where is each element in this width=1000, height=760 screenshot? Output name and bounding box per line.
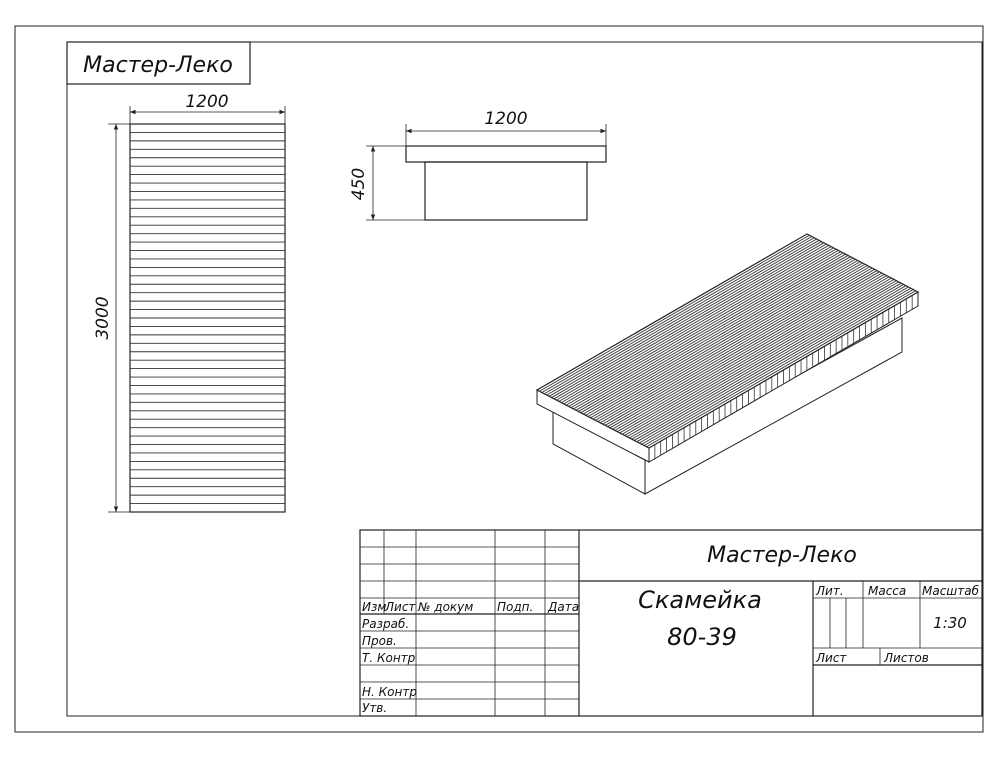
iso-slat-line <box>617 275 887 432</box>
iso-slat-line <box>561 246 832 403</box>
plan-slats <box>130 131 285 505</box>
iso-slat-line <box>585 258 856 416</box>
title-block-frame <box>359 529 983 717</box>
hdr-doc-no: № докум <box>417 600 473 614</box>
iso-slat-line <box>558 244 829 402</box>
role-prov: Пров. <box>362 634 397 648</box>
front-base <box>424 161 588 221</box>
iso-slat-line <box>587 260 858 417</box>
company-stamp-text: Мастер-Леко <box>83 53 233 78</box>
lbl-massa: Масса <box>868 584 906 598</box>
plan-width-label: 1200 <box>185 92 228 112</box>
company-stamp: Мастер-Леко <box>66 41 251 85</box>
role-n-kontr: Н. Контр <box>362 685 417 699</box>
iso-slat-line <box>563 247 834 405</box>
iso-slat-line <box>570 251 842 409</box>
iso-slat-line <box>600 266 870 424</box>
iso-slat-line <box>565 248 837 406</box>
iso-slat-line <box>583 257 854 415</box>
iso-slat-line <box>614 273 885 431</box>
hdr-podp: Подп. <box>497 600 533 614</box>
iso-slat-line <box>592 262 863 420</box>
iso-slat-line <box>636 285 907 443</box>
iso-slat-line <box>544 237 815 395</box>
plan-length-label: 3000 <box>93 296 113 339</box>
iso-slat-line <box>539 234 810 392</box>
front-height-label: 450 <box>349 168 369 200</box>
isometric-view <box>535 233 920 495</box>
title-product-name: Скамейка <box>638 586 762 614</box>
hdr-data: Дата <box>547 600 579 614</box>
hdr-izm: Изм <box>362 600 386 614</box>
iso-slat-line <box>621 277 892 435</box>
iso-slat-line <box>590 261 861 419</box>
scale-value: 1:30 <box>933 614 967 632</box>
role-t-kontr: Т. Контр <box>362 651 416 665</box>
role-razrab: Разраб. <box>362 617 409 631</box>
iso-slat-line <box>578 255 849 412</box>
iso-slat-line <box>548 239 820 397</box>
iso-slat-line <box>595 263 866 421</box>
iso-slat-line <box>607 270 878 427</box>
title-block: Изм Лист № докум Подп. Дата Разраб. Пров… <box>359 529 983 717</box>
lbl-sheet: Лист <box>815 651 847 665</box>
lbl-lit: Лит. <box>815 584 844 598</box>
iso-slat-line <box>643 289 914 446</box>
iso-slat-line <box>624 279 895 436</box>
role-utv: Утв. <box>362 701 387 715</box>
title-company: Мастер-Леко <box>707 543 857 568</box>
front-seat <box>405 145 607 163</box>
iso-slat-line <box>556 243 827 401</box>
iso-slat-line <box>634 284 904 441</box>
lbl-sheets: Листов <box>883 651 929 665</box>
iso-slat-line <box>551 241 822 398</box>
front-view: 1200 450 <box>349 109 607 221</box>
iso-slats <box>539 234 916 459</box>
plan-view: 1200 3000 <box>93 92 286 513</box>
iso-slat-line <box>631 282 902 440</box>
iso-slat-line <box>575 253 846 411</box>
title-product-code: 80-39 <box>667 623 737 651</box>
iso-slat-line <box>580 256 851 414</box>
iso-slat-line <box>573 252 844 410</box>
iso-slat-line <box>602 267 873 425</box>
iso-slat-line <box>639 286 909 444</box>
iso-slat-line <box>597 265 868 422</box>
iso-slat-line <box>612 272 883 430</box>
iso-slat-line <box>568 250 839 407</box>
iso-slat-line <box>604 268 875 426</box>
iso-slat-line <box>553 242 825 400</box>
iso-slat-line <box>646 290 916 448</box>
iso-slat-line <box>541 236 813 393</box>
iso-slat-line <box>626 280 897 438</box>
iso-slat-line <box>609 271 880 429</box>
outer-frame <box>14 25 984 733</box>
iso-slat-line <box>546 238 817 396</box>
iso-slat-line <box>629 281 899 439</box>
lbl-masshtab: Масштаб <box>922 584 980 598</box>
iso-slat-line <box>619 276 890 434</box>
front-width-label: 1200 <box>484 109 527 129</box>
iso-slat-line <box>641 287 911 445</box>
hdr-list: Лист <box>384 600 416 614</box>
